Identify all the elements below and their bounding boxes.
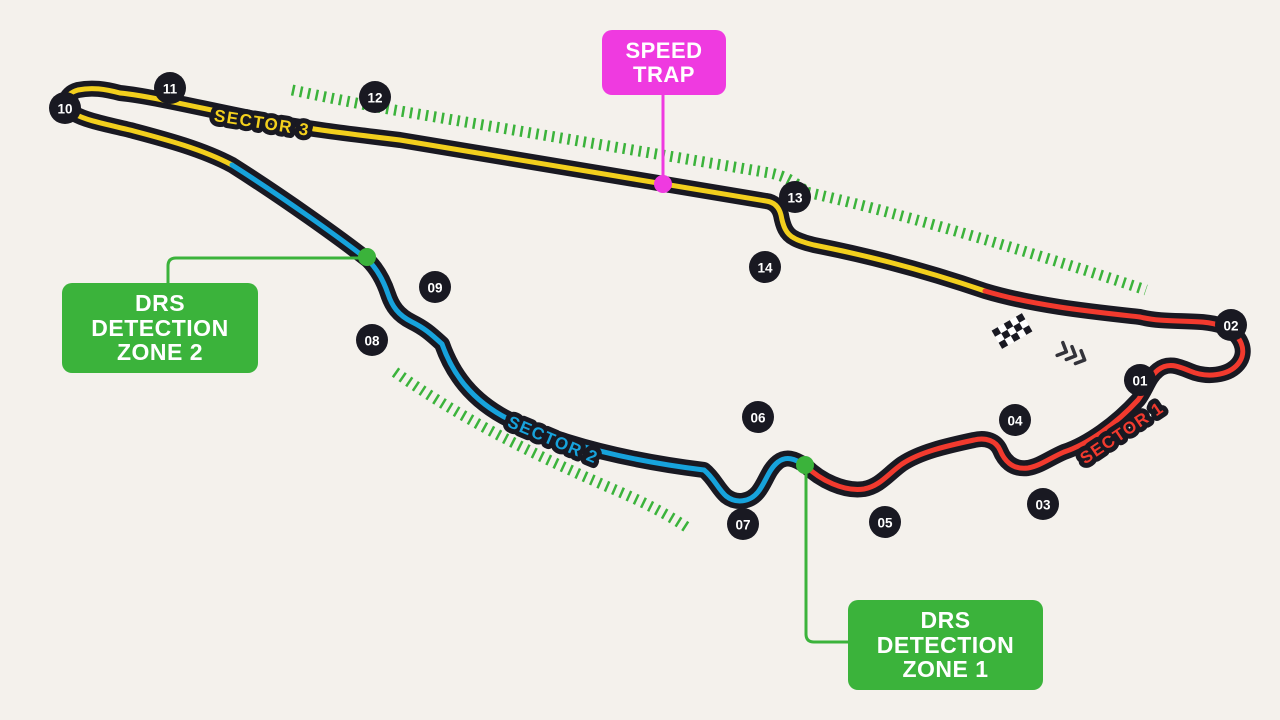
drs-zone-1-label-line1: DRS <box>920 607 971 634</box>
turn-marker-07: 07 <box>727 508 759 540</box>
drs-detection-dot-2 <box>358 248 376 266</box>
turn-marker-number: 03 <box>1035 498 1051 513</box>
drs-zone-1-callout: DRS DETECTION ZONE 1 <box>848 600 1043 690</box>
turn-marker-04: 04 <box>999 404 1031 436</box>
drs-zone-1-connector-line <box>804 468 850 644</box>
turn-marker-circle <box>1027 488 1059 520</box>
turn-marker-06: 06 <box>742 401 774 433</box>
direction-chevrons-icon <box>1055 340 1087 366</box>
turn-marker-circle <box>869 506 901 538</box>
turn-marker-circle <box>749 251 781 283</box>
turn-marker-circle <box>419 271 451 303</box>
turn-markers: 01 02 03 04 05 06 07 08 09 10 11 12 13 14 <box>49 72 1247 540</box>
turn-marker-09: 09 <box>419 271 451 303</box>
turn-marker-circle <box>779 181 811 213</box>
turn-marker-circle <box>1124 364 1156 396</box>
speed-trap-label-line1: SPEED <box>625 38 703 64</box>
turn-marker-number: 13 <box>787 191 803 206</box>
turn-marker-circle <box>356 324 388 356</box>
drs-zone-2-label-line2: DETECTION <box>91 314 229 341</box>
turn-marker-05: 05 <box>869 506 901 538</box>
turn-marker-number: 02 <box>1223 319 1238 334</box>
turn-marker-13: 13 <box>779 181 811 213</box>
drs-zone-1-label-line3: ZONE 1 <box>902 656 989 683</box>
turn-marker-circle <box>359 81 391 113</box>
turn-marker-number: 10 <box>57 102 72 117</box>
turn-marker-number: 07 <box>735 518 750 533</box>
drs-zone-2-callout: DRS DETECTION ZONE 2 <box>62 283 258 373</box>
sector-3-path <box>63 86 988 294</box>
turn-marker-circle <box>49 92 81 124</box>
sector-2-path <box>229 162 809 504</box>
turn-marker-number: 12 <box>367 91 382 106</box>
turn-marker-12: 12 <box>359 81 391 113</box>
turn-marker-number: 05 <box>877 516 893 531</box>
turn-marker-number: 09 <box>427 281 442 296</box>
drs-zone-1-label-line2: DETECTION <box>876 631 1015 658</box>
drs-zone-2-connector-line <box>166 256 367 285</box>
turn-marker-circle <box>727 508 759 540</box>
sector-1-path <box>803 288 1246 492</box>
turn-marker-number: 04 <box>1007 414 1023 429</box>
turn-marker-02: 02 <box>1215 309 1247 341</box>
speed-trap-dot <box>654 175 672 193</box>
turn-marker-03: 03 <box>1027 488 1059 520</box>
turn-marker-01: 01 <box>1124 364 1156 396</box>
drs-zone-dashes-back-straight <box>391 367 692 533</box>
turn-marker-circle <box>999 404 1031 436</box>
turn-marker-08: 08 <box>356 324 388 356</box>
finish-flag-icon <box>991 313 1033 349</box>
turn-marker-circle <box>154 72 186 104</box>
turn-marker-number: 06 <box>750 411 766 426</box>
turn-marker-number: 11 <box>163 82 178 97</box>
sector-3-label: SECTOR 3 <box>213 106 312 140</box>
turn-marker-14: 14 <box>749 251 781 283</box>
turn-marker-number: 14 <box>757 261 773 276</box>
turn-marker-number: 01 <box>1132 374 1148 389</box>
drs-zone-2-label-line3: ZONE 2 <box>116 339 204 366</box>
speed-trap-callout: SPEED TRAP <box>602 30 726 95</box>
drs-detection-dot-1 <box>796 456 814 474</box>
turn-marker-circle <box>742 401 774 433</box>
turn-marker-number: 08 <box>364 334 380 349</box>
turn-marker-11: 11 <box>154 72 186 104</box>
turn-marker-circle <box>1215 309 1247 341</box>
speed-trap-label-line2: TRAP <box>633 61 695 87</box>
drs-zone-2-label-line1: DRS <box>134 290 186 317</box>
turn-marker-10: 10 <box>49 92 81 124</box>
